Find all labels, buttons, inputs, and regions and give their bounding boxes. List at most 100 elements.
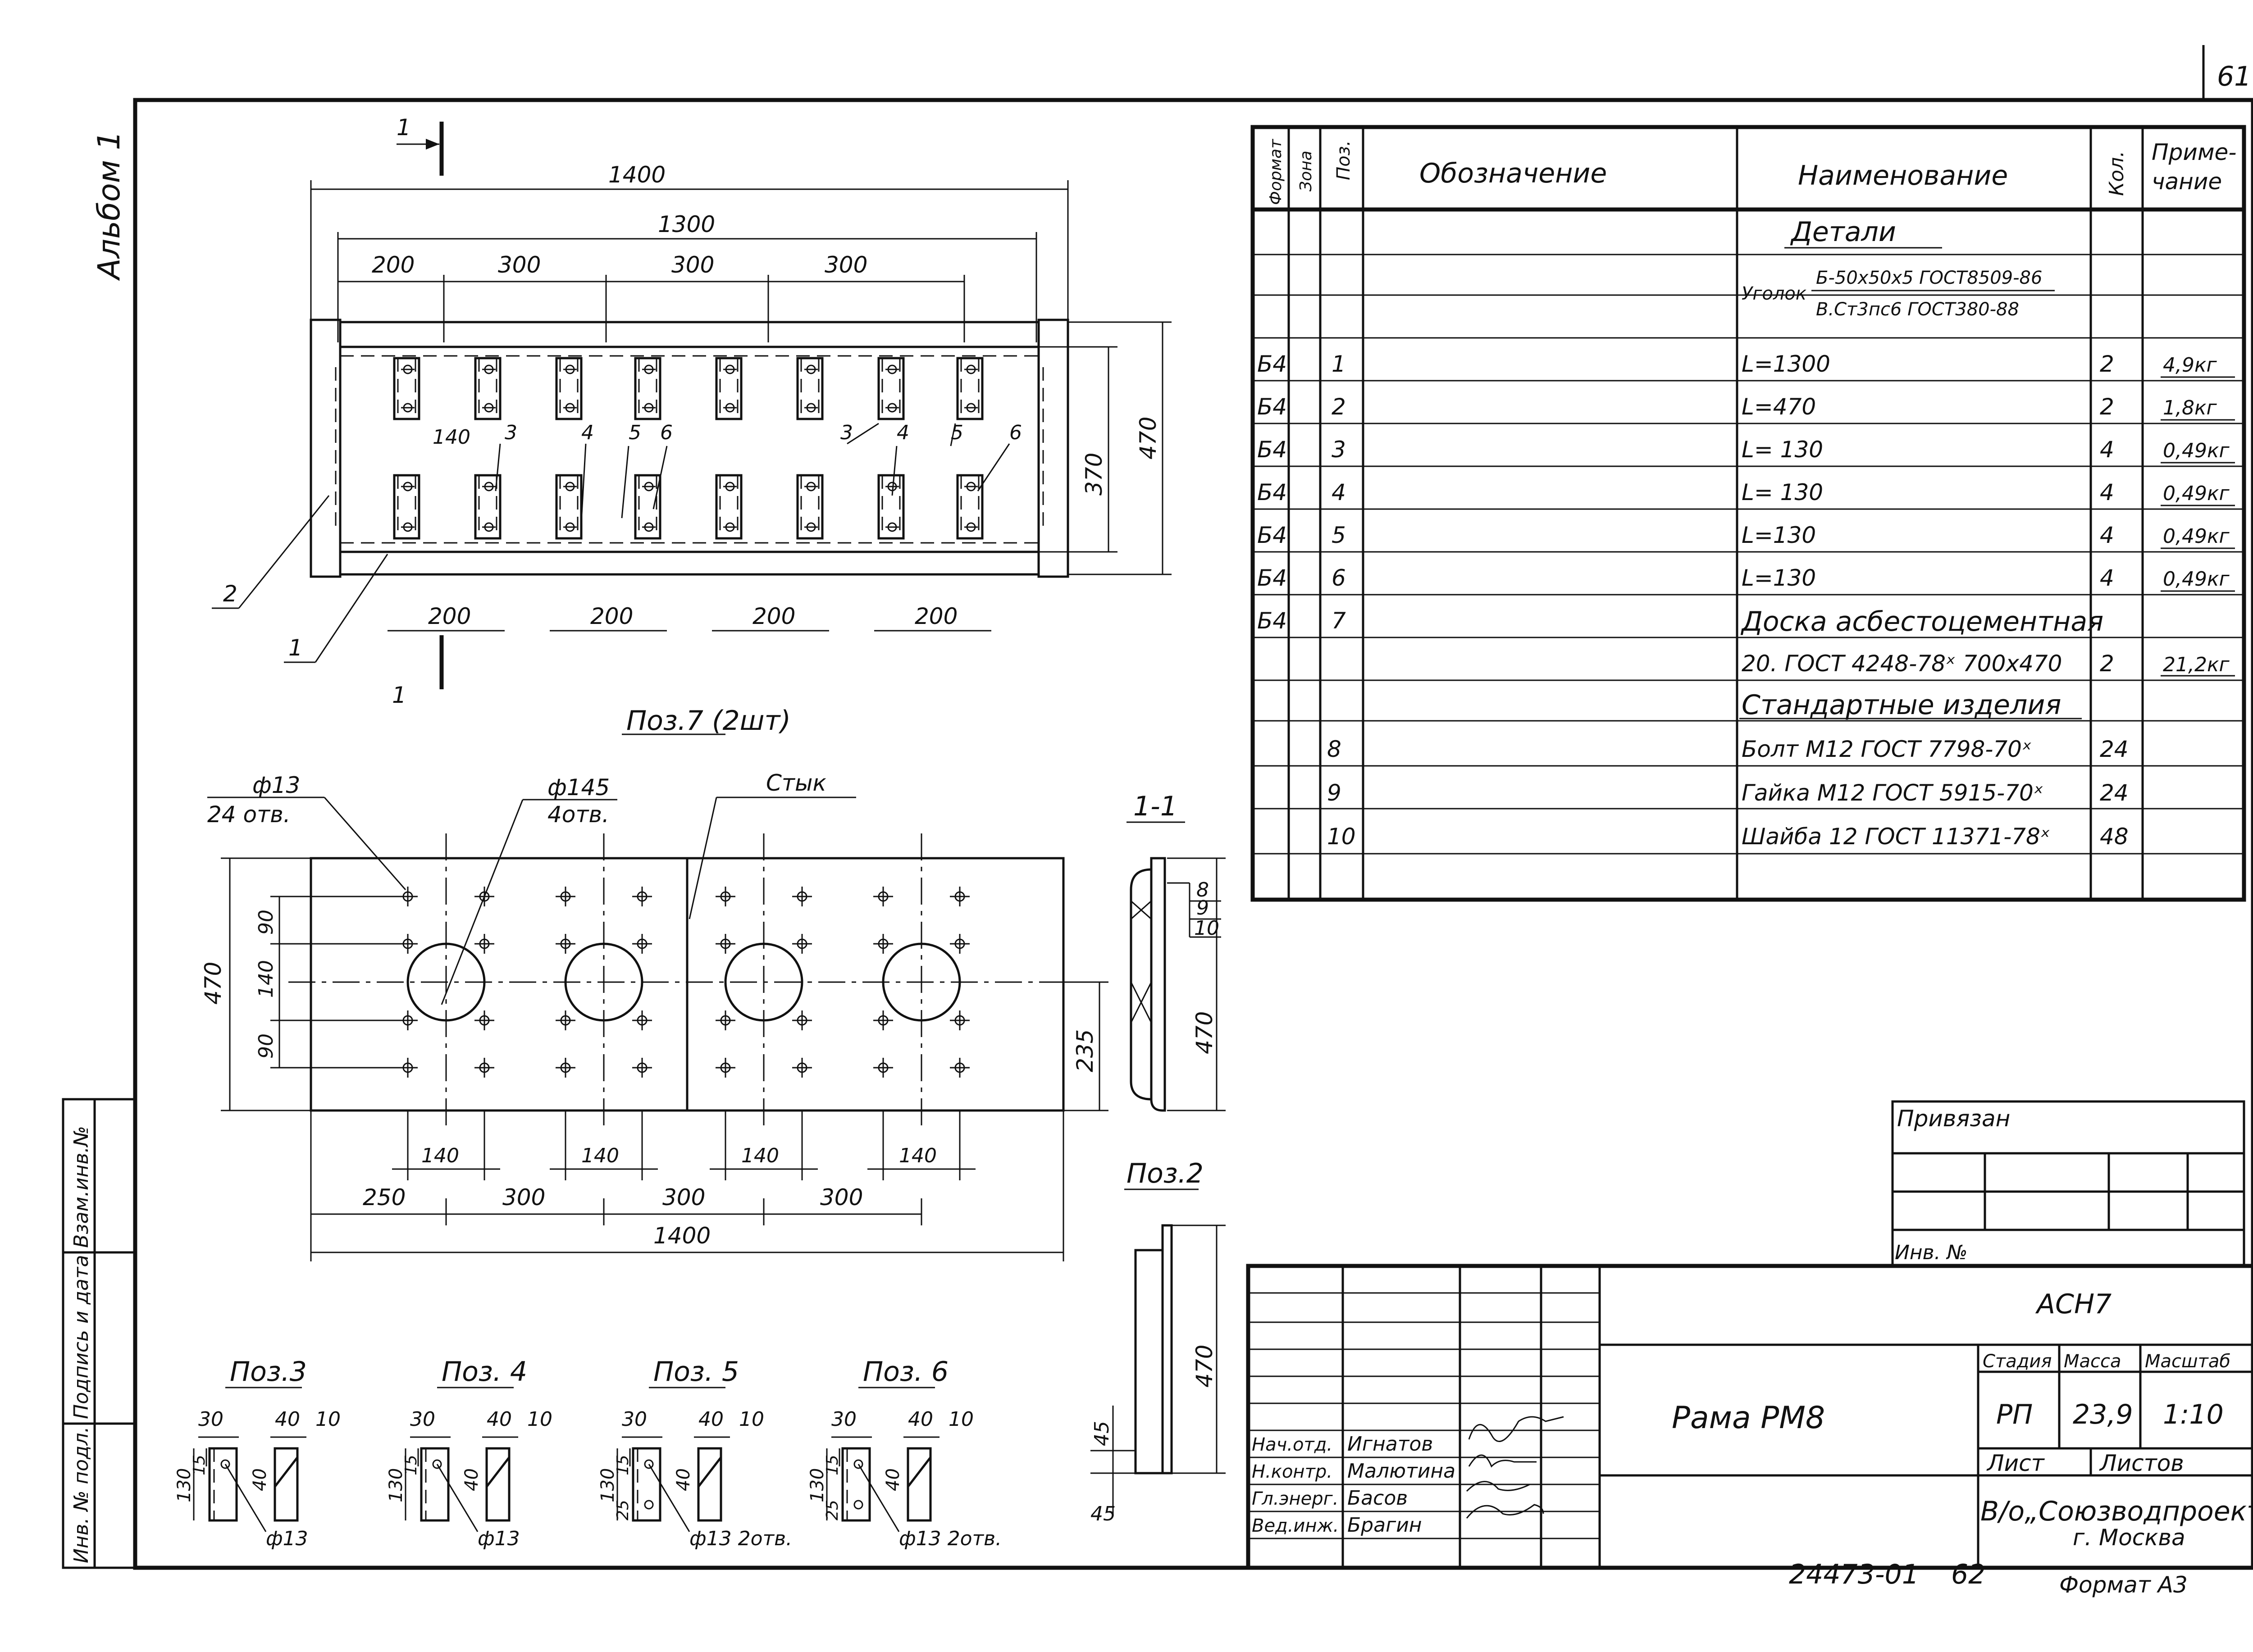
stamp-mass: 23,9 xyxy=(2073,1399,2133,1430)
section-details: Детали xyxy=(1790,216,1896,248)
plan-plate xyxy=(715,357,743,420)
spec-row-format: Б4 xyxy=(1257,522,1287,548)
small-hole-dia: ф13 xyxy=(252,772,300,798)
plan-dim-470: 470 xyxy=(1135,417,1161,460)
spec-row-pos: 2 xyxy=(1332,394,1346,420)
plan-plates xyxy=(393,357,984,540)
plan-plate xyxy=(393,357,420,420)
board-small-dim-3: 140 xyxy=(741,1144,779,1167)
board-row-name-1: Доска асбестоцементная xyxy=(1740,606,2103,637)
section-title: 1-1 xyxy=(1133,791,1177,822)
board-small-hole xyxy=(556,1058,575,1078)
detail-title: Поз.3 xyxy=(230,1356,307,1388)
detail-dim-15: 15 xyxy=(190,1455,209,1475)
board-small-hole xyxy=(792,1010,812,1030)
board-small-hole xyxy=(792,887,812,906)
std-row-pos: 10 xyxy=(1327,824,1356,850)
callout-3a: 3 xyxy=(505,421,517,444)
hdr-note-2: чание xyxy=(2152,168,2222,195)
plan-plate xyxy=(877,474,905,540)
board-title: Поз.7 (2шт) xyxy=(626,705,791,737)
detail-dim-40: 40 xyxy=(698,1408,724,1431)
stamp-role-row: Н.контр.Малютина xyxy=(1252,1460,1455,1483)
board-row-pos: 7 xyxy=(1332,608,1346,634)
detail-dim-30: 30 xyxy=(410,1408,435,1431)
callout-2: 2 xyxy=(223,581,237,607)
std-row-name: Гайка М12 ГОСТ 5915-70ˣ xyxy=(1742,780,2043,806)
spec-row-qty: 2 xyxy=(2100,394,2114,420)
board-small-hole xyxy=(474,1058,494,1078)
spec-row-note: 0,49кг xyxy=(2163,482,2230,505)
board-small-hole xyxy=(474,1010,494,1030)
spec-row-note: 0,49кг xyxy=(2163,568,2230,591)
board-dim-235: 235 xyxy=(1072,1029,1098,1072)
plan-bottom-dim-1: 200 xyxy=(428,603,471,629)
section-view: 1-1 8 9 10 470 xyxy=(1126,791,1226,1112)
detail-dim-10: 10 xyxy=(949,1408,974,1431)
stamp-person: Игнатов xyxy=(1347,1433,1433,1456)
binding-label: Привязан xyxy=(1897,1106,2010,1132)
board-small-hole xyxy=(950,1010,970,1030)
spec-row-name: L=130 xyxy=(1742,565,1816,591)
spec-row-pos: 4 xyxy=(1332,479,1346,505)
board-hole-group xyxy=(716,833,812,1126)
spec-row-pos: 3 xyxy=(1332,437,1346,463)
detail-dim-25: 25 xyxy=(614,1500,632,1520)
stamp-title: Рама РМ8 xyxy=(1672,1400,1825,1436)
spec-table: Формат Зона Поз. Обозначение Наименовани… xyxy=(1250,125,2246,902)
spec-row-qty: 4 xyxy=(2100,565,2114,591)
spec-row-name: L= 130 xyxy=(1742,437,1823,463)
board-small-hole xyxy=(873,1010,893,1030)
spec-row-qty: 2 xyxy=(2100,351,2114,377)
board-row-name-2: 20. ГОСТ 4248-78ˣ 700х470 xyxy=(1742,651,2062,677)
plan-view: 1 1 1400 1300 200 300 300 300 xyxy=(212,114,1172,708)
callout-4b: 4 xyxy=(897,421,909,444)
std-row-qty: 48 xyxy=(2100,824,2129,850)
detail-hole-label: ф13 2отв. xyxy=(689,1527,792,1550)
plan-plate xyxy=(634,357,661,420)
board-row-format: Б4 xyxy=(1257,608,1287,634)
stamp-role: Нач.отд. xyxy=(1252,1434,1332,1455)
spec-row-format: Б4 xyxy=(1257,351,1287,377)
board-view: Поз.7 (2шт) ф13 24 отв. ф145 4отв. Стык … xyxy=(200,705,1108,1261)
spec-row-note: 4,9кг xyxy=(2163,354,2217,377)
pos2-view: Поз.2 470 45 45 xyxy=(1090,1158,1226,1525)
board-step-300b: 300 xyxy=(662,1184,705,1211)
detail-dim-40v: 40 xyxy=(461,1468,482,1491)
pos2-dim-45b: 45 xyxy=(1090,1502,1116,1525)
board-small-hole xyxy=(792,934,812,954)
title-block: АСН7 Рама РМ8 Стадия Масса Масштаб РП 23… xyxy=(1246,1264,2253,1570)
callout-4a: 4 xyxy=(581,421,594,444)
board-row-note: 21,2кг xyxy=(2163,653,2230,676)
board-dim-470: 470 xyxy=(200,962,226,1005)
board-holes xyxy=(398,833,970,1126)
plan-plate xyxy=(555,357,583,420)
board-small-dim-2: 140 xyxy=(581,1144,619,1167)
stamp-person: Брагин xyxy=(1347,1514,1422,1537)
format-label: Формат А3 xyxy=(2059,1572,2188,1598)
detail-hole-label: ф13 xyxy=(478,1527,520,1550)
sheet-frame: 61 Альбом 1 24473-01 62 Формат А3 xyxy=(91,45,2253,1598)
std-row-qty: 24 xyxy=(2100,736,2129,762)
board-dim-90a: 90 xyxy=(255,910,278,935)
detail-dim-15: 15 xyxy=(614,1455,632,1475)
detail-dim-25: 25 xyxy=(823,1500,842,1520)
binding-inv: Инв. № xyxy=(1895,1241,1967,1264)
page-number: 61 xyxy=(2217,61,2251,92)
detail-dim-30: 30 xyxy=(198,1408,223,1431)
board-dim-140: 140 xyxy=(255,960,278,998)
plan-dim-1300: 1300 xyxy=(658,211,715,237)
board-small-dim-1: 140 xyxy=(421,1144,459,1167)
angle-spec-bottom: В.Ст3пс6 ГОСТ380-88 xyxy=(1816,299,2019,320)
spec-row-pos: 5 xyxy=(1332,522,1346,548)
detail-dim-40v: 40 xyxy=(883,1468,903,1491)
std-row-qty: 24 xyxy=(2100,780,2129,806)
detail-dim-40: 40 xyxy=(487,1408,512,1431)
